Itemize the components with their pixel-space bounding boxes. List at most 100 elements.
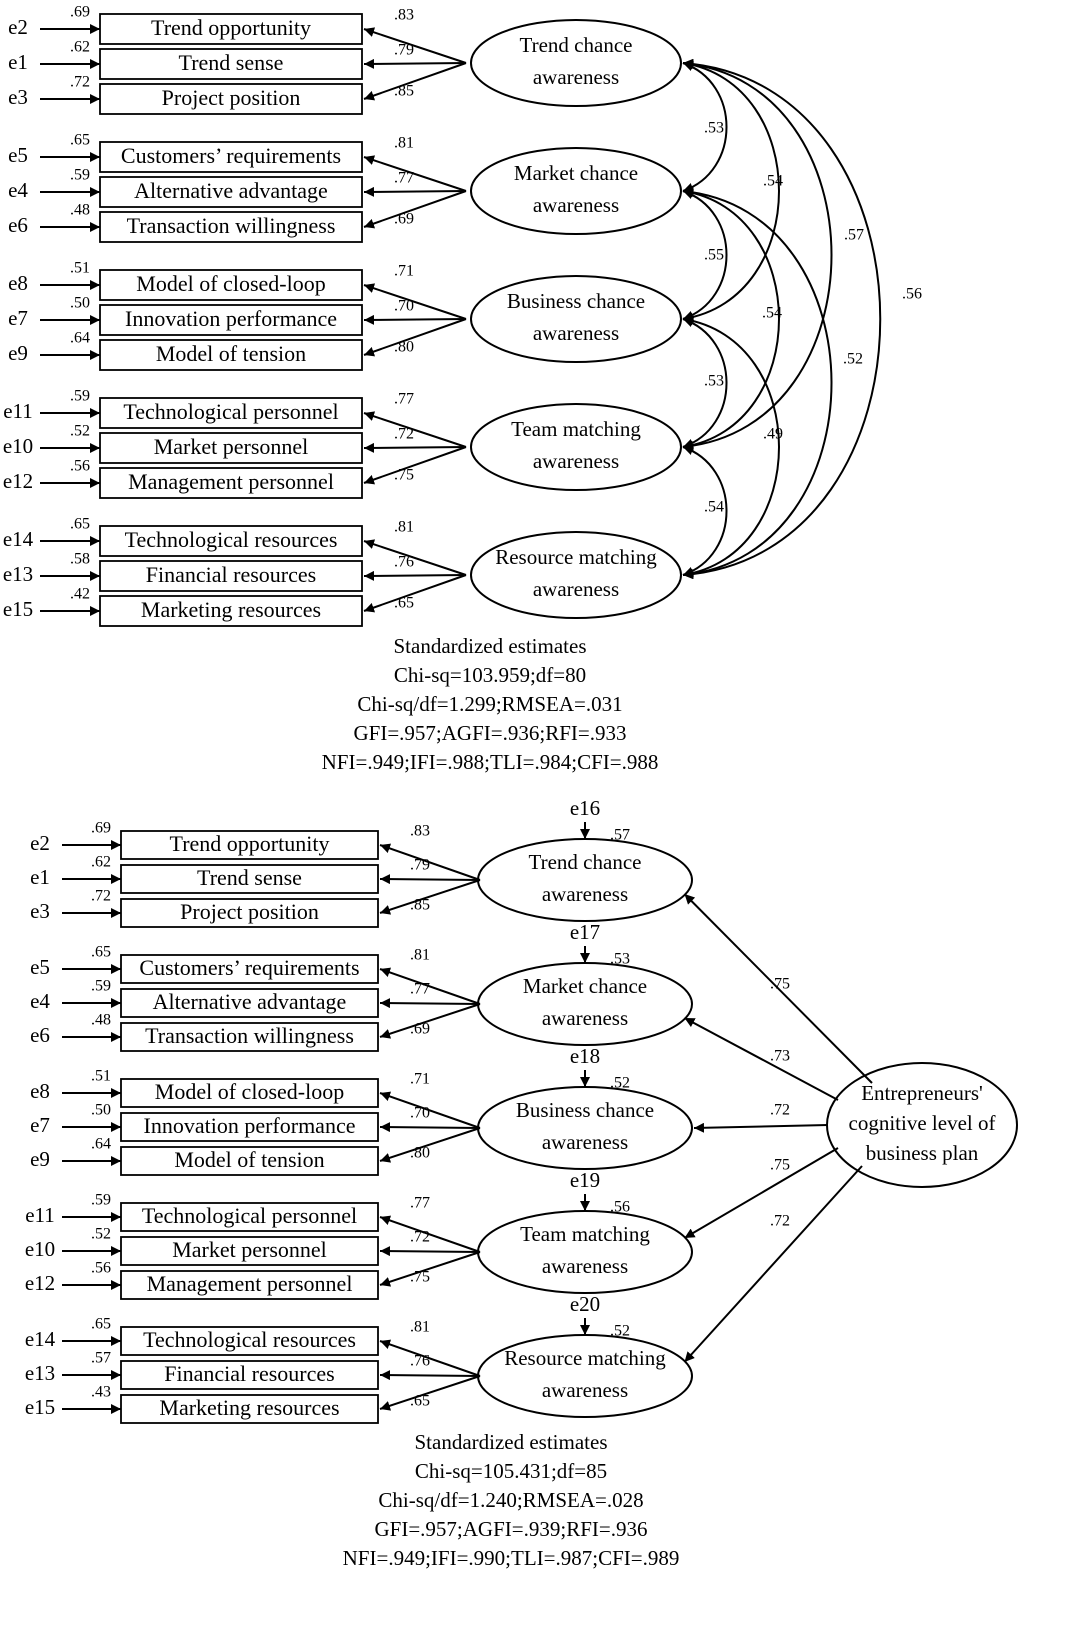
covariance-arrow: [682, 59, 780, 323]
loading-arrow: [379, 1370, 481, 1381]
latent-label-market: awareness: [533, 193, 619, 217]
r-squared-label: .62: [91, 854, 111, 871]
residual-r-squared: .52: [610, 1323, 630, 1340]
loading-label: .83: [410, 823, 430, 840]
fit-statistics-line: GFI=.957;AGFI=.936;RFI=.933: [354, 721, 627, 745]
r-squared-label: .52: [70, 423, 90, 440]
covariance-arrow: [682, 315, 780, 579]
latent-label-trend: Trend chance: [529, 850, 642, 874]
error-term: e14: [3, 527, 34, 551]
covariance-arrow: [682, 58, 882, 580]
r-squared-label: .65: [91, 944, 111, 961]
latent-label-trend: awareness: [542, 882, 628, 906]
loading-label: .69: [410, 1021, 430, 1038]
error-term: e3: [30, 899, 50, 923]
r-squared-label: .42: [70, 586, 90, 603]
indicator-label: Trend sense: [197, 865, 302, 890]
covariance-arrow: [682, 445, 728, 577]
error-term: e13: [25, 1361, 55, 1385]
r-squared-label: .59: [70, 167, 90, 184]
structural-path-label: .75: [770, 1157, 790, 1174]
indicator-box: [99, 595, 363, 627]
r-squared-label: .56: [91, 1260, 111, 1277]
loading-arrow: [363, 155, 467, 192]
loading-arrow: [379, 1003, 481, 1039]
r-squared-label: .62: [70, 39, 90, 56]
error-term: e5: [30, 955, 50, 979]
error-term: e15: [25, 1395, 55, 1419]
indicator-label: Innovation performance: [144, 1113, 356, 1138]
indicator-box: [99, 176, 363, 208]
indicator-label: Project position: [180, 899, 319, 924]
latent-label-resource: awareness: [533, 577, 619, 601]
r-squared-label: .57: [91, 1350, 111, 1367]
loading-arrow: [379, 843, 481, 881]
r-squared-label: .51: [91, 1068, 111, 1085]
covariance-arrow: [682, 61, 728, 193]
latent-ellipse-market: [470, 147, 682, 235]
indicator-label: Alternative advantage: [134, 178, 328, 203]
loading-label: .81: [394, 519, 414, 536]
loading-arrow: [363, 186, 467, 197]
error-term: e5: [8, 143, 28, 167]
residual-r-squared: .57: [610, 827, 630, 844]
indicator-box: [99, 525, 363, 557]
fit-statistics-line: Chi-sq=103.959;df=80: [394, 663, 586, 687]
latent-label-team: Team matching: [520, 1222, 650, 1246]
covariance-label: .49: [763, 426, 783, 443]
loading-label: .71: [410, 1071, 430, 1088]
indicator-label: Market personnel: [154, 434, 309, 459]
loading-arrow: [363, 27, 467, 64]
loading-label: .85: [394, 83, 414, 100]
latent-label-resource: Resource matching: [504, 1346, 666, 1370]
r-squared-label: .56: [70, 458, 90, 475]
loading-arrow: [363, 539, 467, 576]
covariance-arrow: [682, 187, 780, 451]
error-term: e9: [8, 341, 28, 365]
fit-statistics-line: Chi-sq/df=1.299;RMSEA=.031: [357, 692, 622, 716]
indicator-label: Technological resources: [125, 527, 338, 552]
r-squared-label: .59: [91, 978, 111, 995]
r-squared-label: .50: [91, 1102, 111, 1119]
structural-path-label: .72: [770, 1213, 790, 1230]
latent-label-trend: awareness: [533, 65, 619, 89]
loading-label: .85: [410, 897, 430, 914]
indicator-label: Transaction willingness: [127, 213, 336, 238]
latent-label-resource: awareness: [542, 1378, 628, 1402]
loading-label: .83: [394, 7, 414, 24]
error-term: e3: [8, 85, 28, 109]
error-term: e1: [30, 865, 50, 889]
error-term: e6: [8, 213, 28, 237]
higher-order-label: cognitive level of: [849, 1111, 996, 1135]
residual-term: e17: [570, 920, 600, 944]
r-squared-label: .64: [91, 1136, 111, 1153]
indicator-label: Technological personnel: [123, 399, 338, 424]
indicator-box: [120, 864, 379, 894]
r-squared-label: .52: [91, 1226, 111, 1243]
higher-order-label: business plan: [866, 1141, 979, 1165]
covariance-label: .53: [704, 120, 724, 137]
structural-arrow-business: [693, 1122, 829, 1133]
structural-arrow-market: [684, 1017, 839, 1101]
error-term: e12: [25, 1271, 55, 1295]
fit-statistics-line: Standardized estimates: [393, 634, 586, 658]
residual-term: e18: [570, 1044, 600, 1068]
loading-arrow: [363, 283, 467, 320]
structural-path-label: .73: [770, 1048, 790, 1065]
latent-label-team: Team matching: [511, 417, 641, 441]
latent-label-business: awareness: [533, 321, 619, 345]
indicator-label: Project position: [162, 85, 301, 110]
fit-statistics-line: GFI=.957;AGFI=.939;RFI=.936: [375, 1517, 648, 1541]
latent-label-market: Market chance: [523, 974, 647, 998]
r-squared-label: .65: [70, 516, 90, 533]
residual-r-squared: .52: [610, 1075, 630, 1092]
loading-label: .80: [410, 1145, 430, 1162]
latent-label-market: awareness: [542, 1006, 628, 1030]
loading-arrow: [363, 411, 467, 448]
r-squared-label: .43: [91, 1384, 111, 1401]
indicator-box: [99, 269, 363, 301]
covariance-label: .54: [704, 499, 724, 516]
residual-term: e20: [570, 1292, 600, 1316]
indicator-label: Innovation performance: [125, 306, 337, 331]
